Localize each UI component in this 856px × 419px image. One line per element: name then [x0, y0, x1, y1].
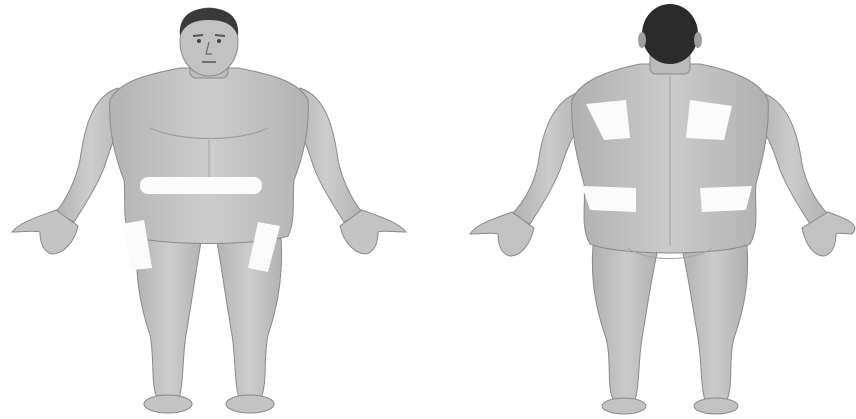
back-left-foot [602, 398, 646, 414]
back-head [642, 4, 698, 64]
back-body-figure [470, 4, 855, 414]
front-body-figure [12, 8, 406, 413]
back-left-ear [638, 32, 646, 48]
front-face-left-eye [197, 39, 201, 43]
front-right-foot [226, 395, 274, 413]
front-face-right-eye [217, 39, 221, 43]
back-right-foot [694, 398, 738, 414]
back-highlight-right-upper-buttock [700, 186, 752, 212]
back-highlight-left-upper-buttock [582, 186, 636, 212]
back-highlight-right-upper-back [686, 100, 732, 140]
front-left-foot [144, 395, 192, 413]
back-right-ear [694, 32, 702, 48]
front-highlight-lower-abdomen [140, 177, 262, 194]
